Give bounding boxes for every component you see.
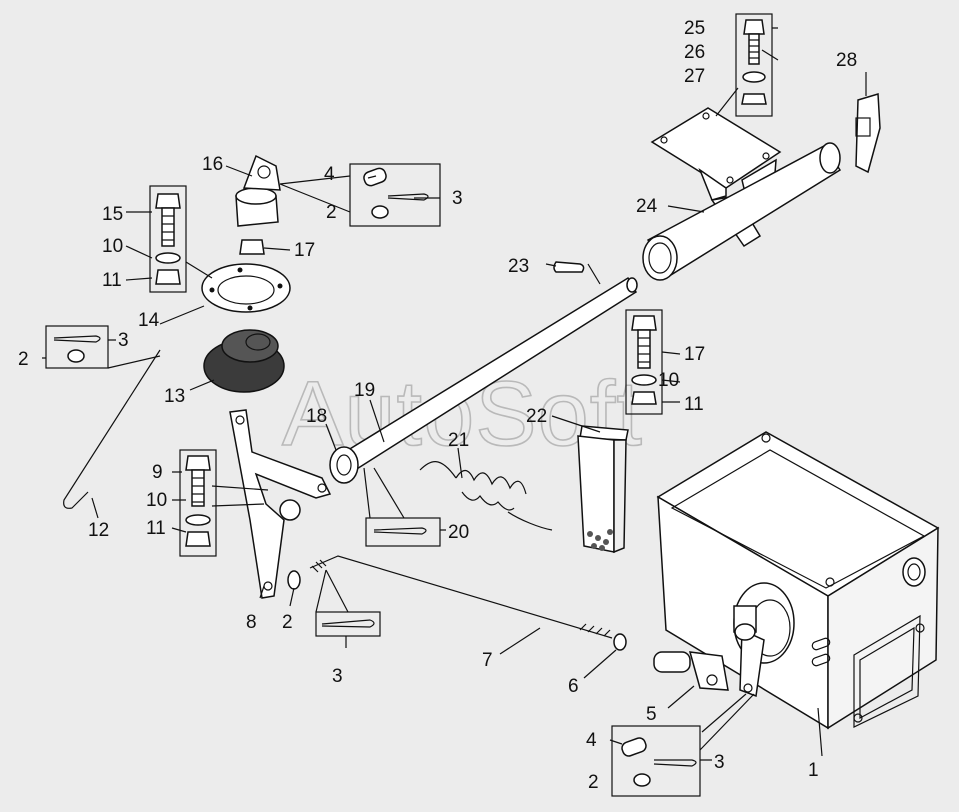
callout-17: 17 (684, 344, 705, 365)
fastener-group-17-11 (625, 309, 663, 415)
callout-7: 7 (482, 650, 493, 671)
pin-box-top (349, 163, 441, 227)
part-1-housing (656, 431, 940, 730)
part-12-bent-rod (63, 349, 161, 509)
callout-24: 24 (636, 196, 658, 217)
part-6-washer (613, 633, 627, 651)
part-21-spring (419, 461, 553, 531)
pin-box-20 (365, 517, 441, 547)
fastener-group-15-11 (149, 185, 187, 293)
callout-2: 2 (18, 349, 29, 370)
callout-2: 2 (326, 202, 337, 223)
pin-box-3 (315, 611, 381, 637)
fastener-group-25-27 (735, 13, 773, 117)
callout-10: 10 (658, 370, 679, 391)
part-2-washer (287, 570, 301, 590)
callout-3: 3 (118, 330, 129, 351)
pin-box-bottom (611, 725, 701, 797)
part-13-boot (203, 329, 285, 393)
callout-labels: 1 2 2 2 2 3 3 3 3 4 4 5 6 7 8 9 10 10 10… (18, 18, 857, 793)
callout-2: 2 (282, 612, 293, 633)
callout-6: 6 (568, 676, 579, 697)
callout-28: 28 (836, 50, 857, 71)
callout-21: 21 (448, 430, 469, 451)
part-24-bracket-tube (642, 107, 842, 281)
callout-4: 4 (324, 164, 335, 185)
part-8-lever (229, 409, 332, 599)
callout-22: 22 (526, 406, 547, 427)
callout-11: 11 (684, 394, 704, 415)
part-5-fork-joint (653, 651, 729, 691)
callout-23: 23 (508, 256, 529, 277)
callout-3: 3 (714, 752, 725, 773)
part-23-key (553, 261, 585, 273)
callout-25: 25 (684, 18, 705, 39)
callout-5: 5 (646, 704, 657, 725)
pin-box-left (45, 325, 109, 369)
part-22-plate (577, 425, 629, 554)
callout-26: 26 (684, 42, 705, 63)
callout-27: 27 (684, 66, 705, 87)
callout-17: 17 (294, 240, 315, 261)
callout-19: 19 (354, 380, 375, 401)
leader-lines (42, 27, 867, 761)
callout-15: 15 (102, 204, 123, 225)
callout-20: 20 (448, 522, 469, 543)
callout-13: 13 (164, 386, 185, 407)
callout-8: 8 (246, 612, 257, 633)
callout-10: 10 (146, 490, 167, 511)
callout-16: 16 (202, 154, 223, 175)
callout-11: 11 (146, 518, 166, 539)
fastener-group-9-11 (179, 449, 217, 557)
callout-12: 12 (88, 520, 109, 541)
callout-3: 3 (332, 666, 343, 687)
part-16-fork (235, 154, 281, 227)
part-14-flange (201, 263, 291, 313)
callout-14: 14 (138, 310, 160, 331)
part-28-clip (855, 93, 881, 174)
callout-2: 2 (588, 772, 599, 793)
callout-9: 9 (152, 462, 163, 483)
part-19-shaft (329, 276, 638, 484)
callout-1: 1 (808, 760, 819, 781)
callout-4: 4 (586, 730, 597, 751)
callout-11: 11 (102, 270, 122, 291)
callout-10: 10 (102, 236, 123, 257)
part-7-rod (309, 555, 613, 639)
callout-18: 18 (306, 406, 327, 427)
part-17-nut (239, 239, 265, 255)
callout-3: 3 (452, 188, 463, 209)
